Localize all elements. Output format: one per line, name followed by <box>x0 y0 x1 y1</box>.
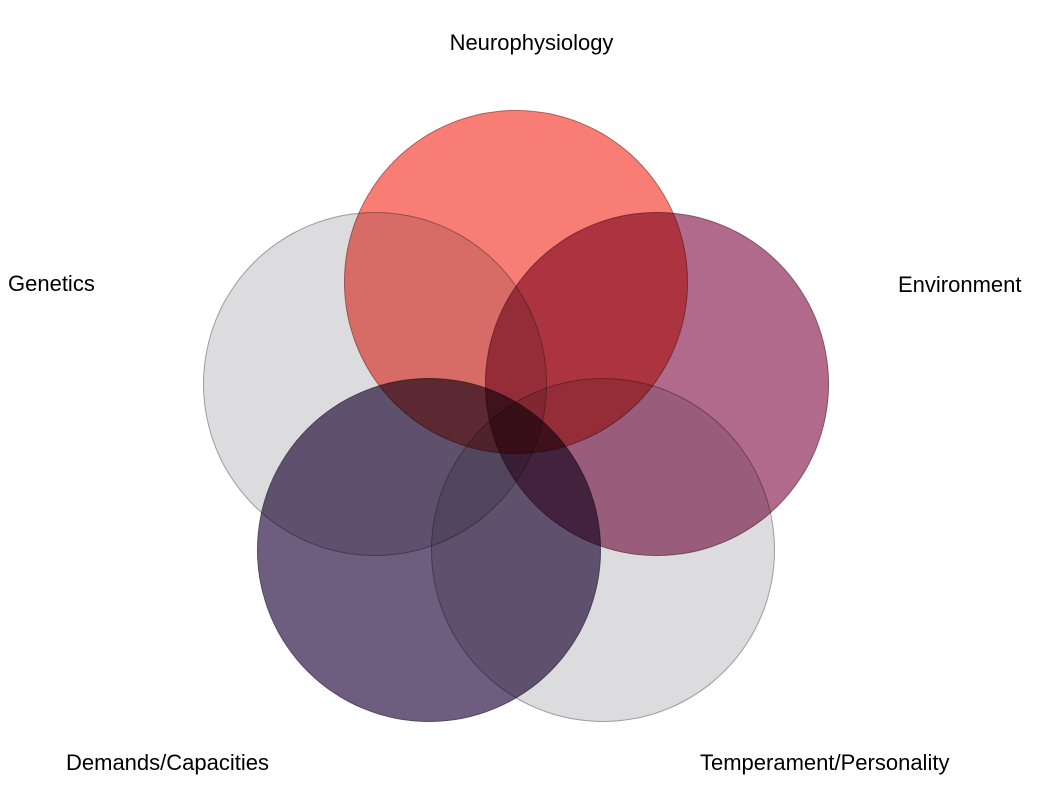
label-demands-capacities: Demands/Capacities <box>66 750 269 775</box>
label-temperament-personality: Temperament/Personality <box>700 750 950 775</box>
label-genetics: Genetics <box>8 271 95 296</box>
venn-circle-demands <box>257 378 601 722</box>
label-neurophysiology: Neurophysiology <box>449 30 614 55</box>
label-environment: Environment <box>898 272 1022 297</box>
